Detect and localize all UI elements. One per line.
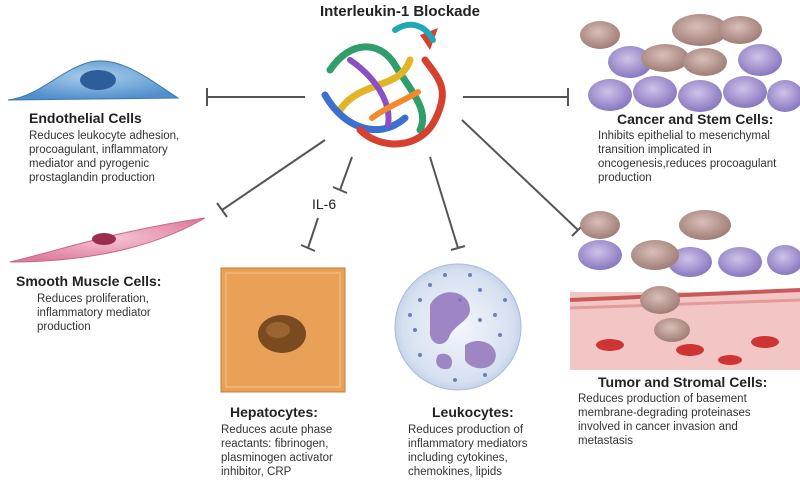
cancer-stem-description: Inhibits epithelial to mesenchymal trans… bbox=[598, 130, 777, 184]
tumor-stromal-heading: Tumor and Stromal Cells: bbox=[598, 374, 768, 390]
hepatocytes-description: Reduces acute phase reactants: fibrinoge… bbox=[221, 424, 333, 478]
hepatocyte-icon bbox=[220, 267, 346, 393]
cancer-stem-cells-icon bbox=[580, 14, 800, 112]
leukocyte-icon bbox=[394, 263, 522, 391]
inhibit-leukocyte-line bbox=[429, 156, 466, 251]
inhibit-smooth-muscle-line bbox=[216, 139, 326, 218]
inhibit-il6-line bbox=[332, 156, 353, 194]
cancer-stem-heading: Cancer and Stem Cells: bbox=[617, 111, 774, 127]
inhibit-cancer-line bbox=[463, 88, 569, 106]
il6-label: IL-6 bbox=[312, 196, 337, 212]
leukocytes-heading: Leukocytes: bbox=[432, 404, 514, 420]
smooth-muscle-heading: Smooth Muscle Cells: bbox=[16, 273, 162, 289]
smooth-muscle-cell-icon bbox=[9, 217, 206, 263]
inhibit-hepatocyte-line bbox=[300, 217, 319, 252]
inhibition-lines bbox=[206, 88, 585, 252]
inhibit-endothelial-line bbox=[206, 88, 305, 106]
il1-protein-icon bbox=[321, 21, 446, 148]
inhibit-tumor-line bbox=[461, 119, 585, 237]
endothelial-cell-icon bbox=[7, 60, 180, 101]
tumor-stromal-cells-icon bbox=[569, 210, 800, 370]
leukocytes-description: Reduces production of inflammatory media… bbox=[408, 424, 528, 478]
tumor-stromal-description: Reduces production of basement membrane-… bbox=[578, 393, 751, 447]
diagram-title: Interleukin-1 Blockade bbox=[319, 3, 481, 20]
endothelial-heading: Endothelial Cells bbox=[29, 110, 142, 126]
endothelial-description: Reduces leukocyte adhesion, procoagulant… bbox=[29, 130, 180, 184]
hepatocytes-heading: Hepatocytes: bbox=[230, 404, 318, 420]
smooth-muscle-description: Reduces proliferation, inflammatory medi… bbox=[37, 293, 151, 333]
